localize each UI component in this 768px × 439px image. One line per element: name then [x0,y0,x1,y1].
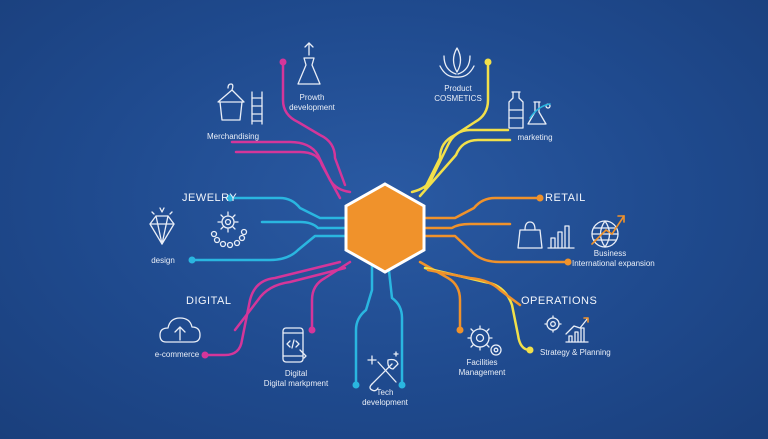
branch-tech [354,260,374,387]
phone-code-icon [282,327,307,363]
gears-icon [467,325,502,356]
label-tech: Tech development [358,388,412,408]
label-prowth-line2: development [289,103,335,112]
branch-retail-1 [423,196,542,220]
marketing-accent-icon [529,103,551,119]
heading-operations: OPERATIONS [521,295,598,307]
label-marketing: marketing [517,133,553,142]
heading-jewelry: JEWELRY [182,192,238,204]
beads-icon [210,228,248,249]
heading-digital: DIGITAL [186,295,232,307]
bottle-icon [508,91,524,129]
branch-merchandising [230,140,352,194]
label-digital-line1: Digital [284,369,308,378]
branch-jewelry-2 [190,234,347,262]
label-tech-line2: development [362,398,408,407]
growth-chart-icon [544,315,589,343]
label-design: design [151,256,175,265]
label-product: Product COSMETICS [432,84,484,104]
label-business-line2: International expansion [572,259,655,268]
bar-chart-icon [547,225,575,249]
branch-ops [426,268,522,307]
label-strategy: Strategy & Planning [540,348,611,357]
branch-digital [310,260,352,332]
shopping-bag-icon [517,221,543,249]
branch-marketing [410,128,510,194]
label-tech-line1: Tech [376,388,394,397]
label-product-line1: Product [444,84,472,93]
label-business: Business International expansion [572,249,655,269]
retail-arrow-icon [591,215,625,245]
strategy-arrow-icon [583,317,589,323]
label-digital-line2: Digital markpment [263,379,329,388]
lotus-icon [439,47,475,78]
branch-jewelry-3 [260,220,347,230]
ladder-icon [251,91,263,125]
label-ecommerce: e-commerce [154,350,200,359]
cloud-upload-icon [159,317,201,343]
dress-icon [297,42,321,85]
branch-jewelry-1 [228,196,347,220]
branch-retail-3 [423,222,512,230]
sparkle-icon [367,351,399,365]
label-business-line1: Business [593,249,627,258]
branch-facilities [418,260,462,332]
label-digital: Digital Digital markpment [261,369,331,389]
label-facilities-line1: Facilities [466,358,498,367]
label-product-line2: COSMETICS [434,94,482,103]
label-prowth: Prowth development [288,93,336,113]
branch-retail-2 [423,234,570,264]
label-facilities-line2: Management [458,368,506,377]
tools-icon [369,358,399,392]
branch-prowth [281,60,347,187]
diamond-icon [149,207,175,245]
label-facilities: Facilities Management [458,358,506,378]
globe-icon [591,220,619,248]
label-prowth-line1: Prowth [299,93,325,102]
branch-ecommerce-2 [233,266,347,332]
gear-icon [217,211,239,233]
branch-product [423,60,490,190]
branch-marketing-2 [418,138,512,198]
label-merchandising: Merchandising [206,132,260,141]
central-hub [344,182,426,274]
branch-ecommerce [203,260,342,357]
heading-retail: RETAIL [545,192,586,204]
branch-tech-2 [386,260,404,387]
hanger-icon [217,83,245,121]
branch-merch-2 [234,150,342,200]
